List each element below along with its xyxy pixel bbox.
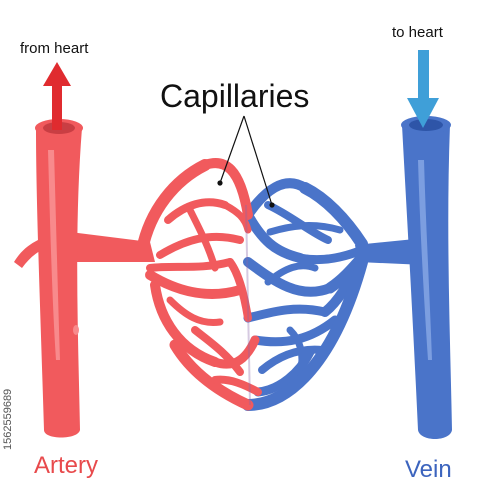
callout-dot-blue (269, 202, 275, 208)
vein-opening-inner (409, 119, 443, 131)
venous-capillaries (242, 178, 371, 411)
callout-line-blue (243, 115, 273, 206)
stock-id-text: 1562559689 (2, 388, 14, 450)
artery-highlight-dot (73, 325, 79, 335)
to-heart-arrow (407, 50, 439, 128)
from-heart-arrow (43, 62, 71, 130)
artery-highlight (48, 150, 60, 360)
vein-highlight (418, 160, 432, 360)
callout-line-red (219, 115, 245, 184)
to-heart-label: to heart (392, 24, 443, 41)
callout-dot-red (217, 180, 223, 186)
capillary-bed (136, 158, 371, 411)
capillaries-callout (217, 115, 275, 208)
capillary-junction (245, 204, 251, 406)
arterial-capillaries (136, 158, 262, 411)
artery-branch (70, 232, 155, 262)
stock-id-watermark: 1562559689 (2, 300, 16, 460)
from-heart-label: from heart (20, 40, 89, 57)
artery-side-stub (14, 240, 42, 268)
artery-trunk (36, 128, 82, 438)
capillaries-label: Capillaries (160, 78, 310, 114)
vein-branch (355, 238, 425, 265)
artery-label: Artery (34, 452, 99, 479)
vein-vessel (355, 116, 452, 439)
artery-vessel (14, 119, 155, 438)
vein-label: Vein (405, 456, 452, 483)
